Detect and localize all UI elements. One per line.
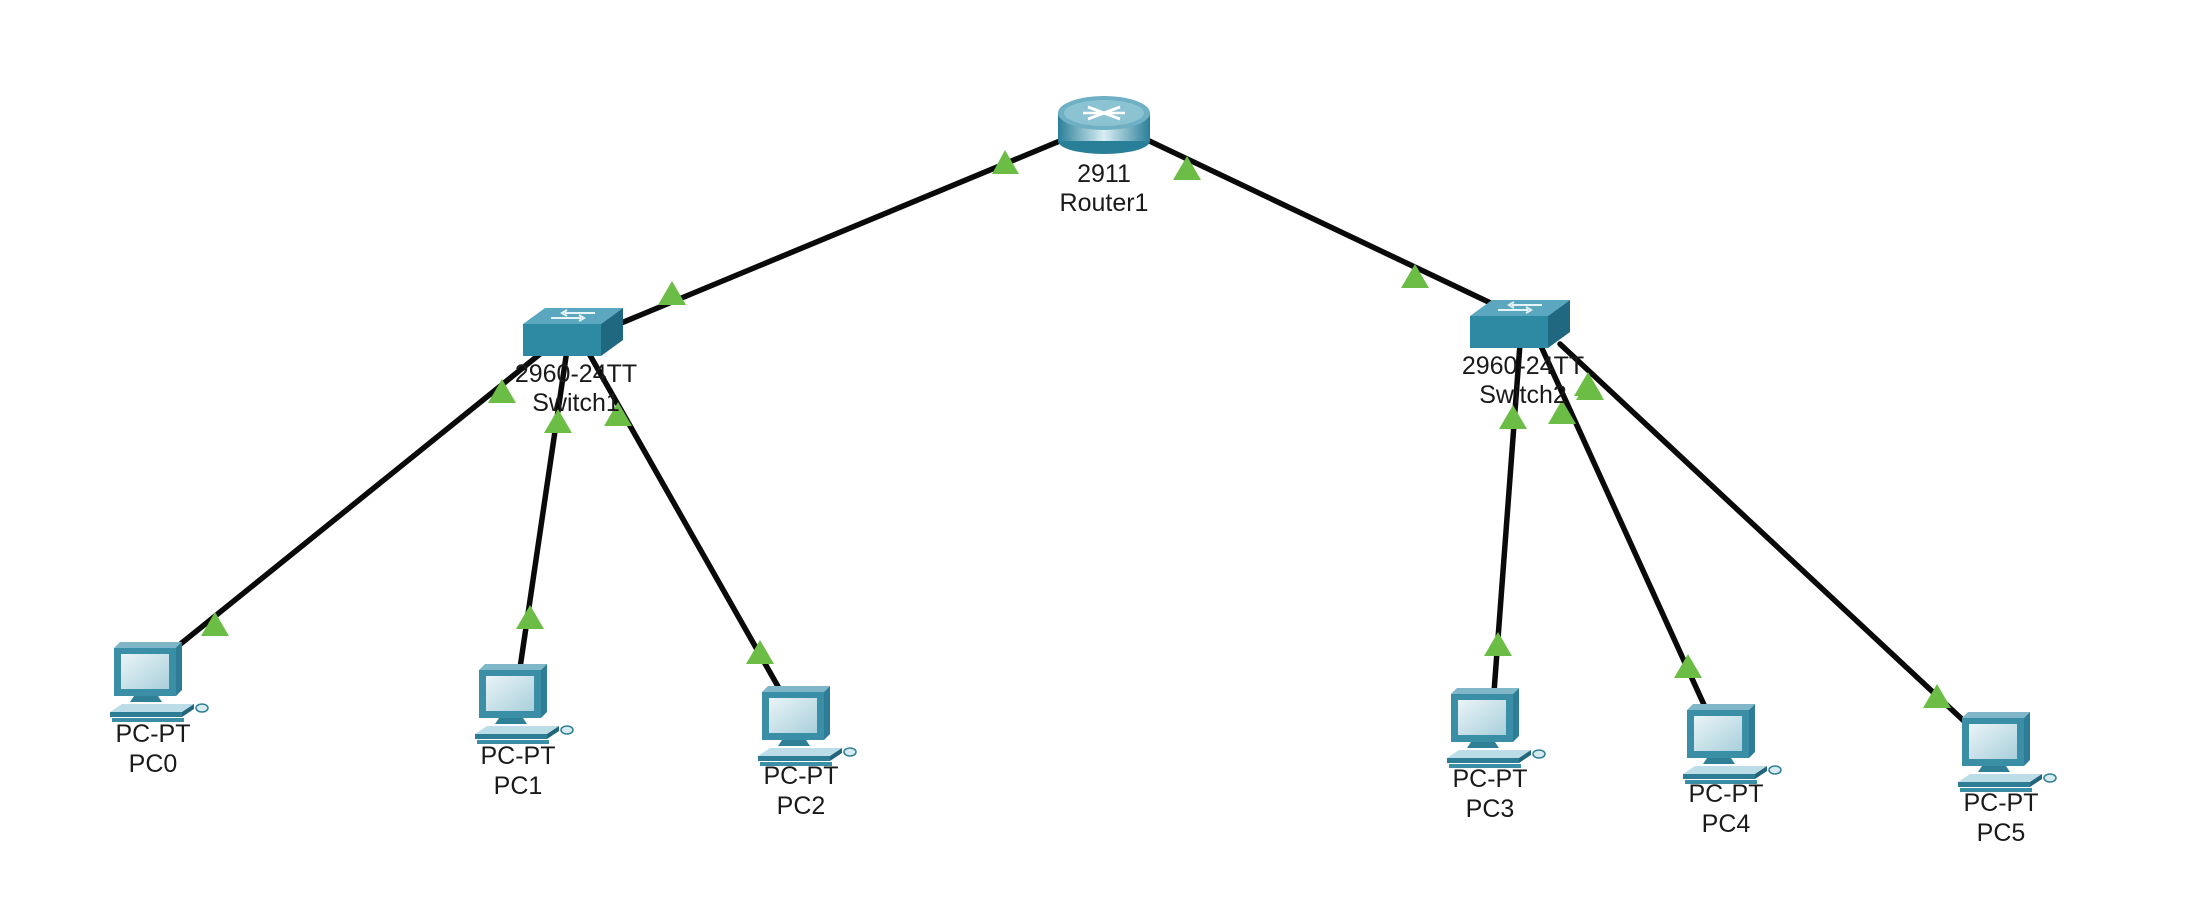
- link-up-indicator: [201, 612, 229, 636]
- pc0-device[interactable]: PC-PT PC0: [109, 641, 209, 778]
- link-up-indicator: [1499, 405, 1527, 429]
- switch1-model-label: 2960-24TT: [515, 360, 637, 388]
- switch2-device[interactable]: 2960-24TT Switch2: [1462, 299, 1584, 409]
- link-router1-switch2[interactable]: [1140, 135, 1521, 319]
- link-up-indicator: [1548, 400, 1576, 424]
- pc1-device[interactable]: PC-PT PC1: [474, 663, 574, 800]
- pc3-device[interactable]: PC-PT PC3: [1446, 687, 1546, 823]
- link-up-indicator: [1923, 684, 1951, 708]
- router1-device[interactable]: 2911 Router1: [1056, 94, 1152, 217]
- link-up-indicator: [1674, 654, 1702, 678]
- link-switch2-pc5[interactable]: [1557, 341, 1968, 725]
- link-up-indicator: [1574, 372, 1602, 396]
- link-up-indicator: [658, 281, 686, 305]
- router1-model-label: 2911: [1077, 160, 1131, 188]
- pc3-name-label: PC3: [1466, 795, 1515, 823]
- switch-icon: [522, 307, 624, 357]
- switch-icon: [1469, 299, 1571, 349]
- pc-icon: [109, 641, 209, 723]
- pc0-name-label: PC0: [129, 750, 178, 778]
- link-up-indicator: [604, 402, 632, 426]
- pc5-name-label: PC5: [1977, 819, 2026, 847]
- pc0-model-label: PC-PT: [116, 720, 191, 748]
- pc-icon: [1957, 711, 2057, 793]
- link-up-indicator: [488, 379, 516, 403]
- switch2-model-label: 2960-24TT: [1462, 352, 1584, 380]
- pc4-device[interactable]: PC-PT PC4: [1682, 703, 1782, 838]
- pc1-name-label: PC1: [494, 772, 543, 800]
- pc-icon: [757, 685, 857, 767]
- link-up-indicator: [1401, 264, 1429, 288]
- router-icon: [1056, 94, 1152, 156]
- switch2-name-label: Switch2: [1479, 381, 1567, 409]
- link-switch1-pc0[interactable]: [175, 347, 548, 649]
- router1-name-label: Router1: [1060, 189, 1149, 217]
- switch1-device[interactable]: 2960-24TT Switch1: [515, 307, 637, 417]
- pc2-model-label: PC-PT: [764, 762, 839, 790]
- link-up-indicator: [992, 150, 1019, 174]
- link-up-indicator: [1484, 632, 1512, 656]
- link-switch2-pc4[interactable]: [1537, 341, 1708, 710]
- pc-icon: [1682, 703, 1782, 785]
- pc2-device[interactable]: PC-PT PC2: [757, 685, 857, 820]
- pc2-name-label: PC2: [777, 792, 826, 820]
- pc4-model-label: PC-PT: [1689, 780, 1764, 808]
- link-up-indicator: [544, 409, 572, 433]
- link-up-indicator: [1173, 156, 1201, 180]
- pc5-device[interactable]: PC-PT PC5: [1957, 711, 2057, 847]
- switch1-name-label: Switch1: [532, 389, 620, 417]
- link-up-indicator: [746, 640, 774, 664]
- pc5-model-label: PC-PT: [1964, 789, 2039, 817]
- pc4-name-label: PC4: [1702, 810, 1751, 838]
- pc1-model-label: PC-PT: [481, 742, 556, 770]
- pc-icon: [1446, 687, 1546, 769]
- pc3-model-label: PC-PT: [1453, 765, 1528, 793]
- link-up-indicator: [516, 605, 544, 629]
- pc-icon: [474, 663, 574, 745]
